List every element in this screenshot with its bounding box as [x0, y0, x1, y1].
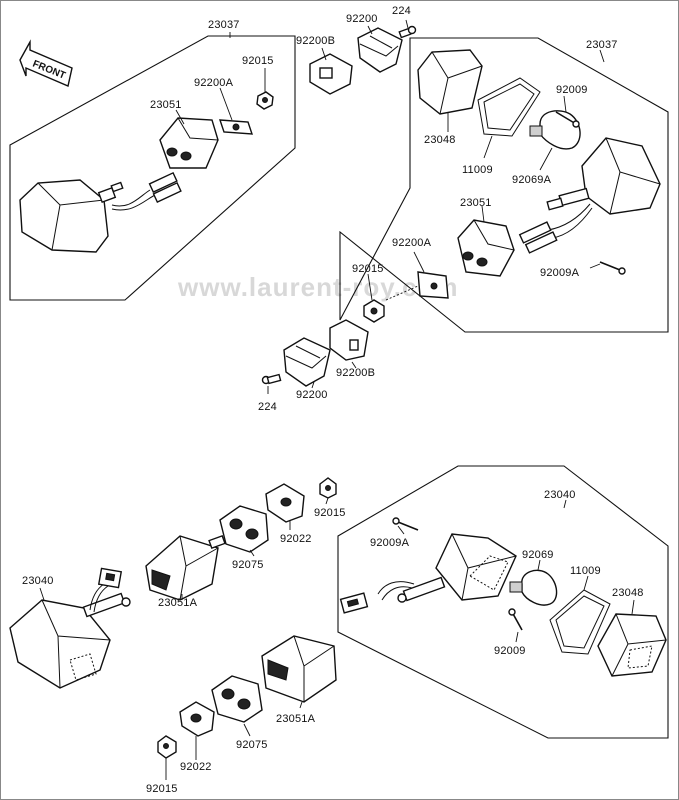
label-92200a-upper-right: 92200A: [392, 237, 432, 249]
group-middle-bracket: 92200B 92200 224: [258, 319, 375, 413]
label-92009-upper-right: 92009: [556, 84, 588, 96]
group-lower-left-signal: 92015 92022 92075 23051A 23040: [9, 477, 346, 689]
label-92200b-top: 92200B: [296, 35, 335, 47]
part-92069a-bulb: [539, 110, 581, 150]
label-92015-bottom: 92015: [146, 783, 178, 795]
label-23051-upper-right: 23051: [460, 197, 492, 209]
label-92022-lower: 92022: [280, 533, 312, 545]
label-92009-lower-right: 92009: [494, 645, 526, 657]
group-top-bracket: 92200B 92200 224: [296, 5, 417, 95]
group-upper-right-signal: 23037 23048 11009 92009 92069A 23051 922…: [339, 37, 669, 333]
part-92009a-screw: [599, 261, 621, 271]
label-23048-lower-right: 23048: [612, 587, 644, 599]
label-92009a-upper-right: 92009A: [540, 267, 580, 279]
label-92200a-upper-left: 92200A: [194, 77, 234, 89]
part-23037-housing: [19, 179, 109, 253]
label-92009a-lower-right: 92009A: [370, 537, 410, 549]
label-92200-top: 92200: [346, 13, 378, 25]
label-11009-lower-right: 11009: [570, 565, 601, 577]
label-92075-bottom: 92075: [236, 739, 268, 751]
part-92009a-screw-lower: [397, 521, 419, 531]
label-92200b-middle: 92200B: [336, 367, 375, 379]
part-92200-bracket: [357, 27, 403, 73]
label-92075-lower: 92075: [232, 559, 264, 571]
label-23037-upper-right: 23037: [586, 39, 618, 51]
label-92015-upper-right: 92015: [352, 263, 384, 275]
part-92009-screw: [555, 111, 577, 125]
label-23040-lower-right: 23040: [544, 489, 576, 501]
part-23048-lens: [417, 49, 483, 115]
frame-upper-left: [9, 35, 296, 301]
label-224-top: 224: [392, 5, 411, 17]
part-92075-rubber-bottom: [211, 675, 263, 723]
group-upper-left-signal: 23037 92015 92200A 23051: [9, 19, 296, 301]
part-11009-gasket-lower: [549, 589, 611, 655]
label-92015-lower: 92015: [314, 507, 346, 519]
label-92022-bottom: 92022: [180, 761, 212, 773]
label-23037-upper-left: 23037: [208, 19, 240, 31]
frame-upper-right: [339, 37, 669, 333]
label-23051a-lower-left: 23051A: [158, 597, 198, 609]
label-11009-upper-right: 11009: [462, 164, 493, 176]
front-arrow-icon: FRONT: [19, 39, 73, 87]
part-23051-grommet: [159, 117, 219, 169]
part-92075-rubber: [219, 505, 269, 553]
frame-lower-right: [337, 465, 669, 739]
label-23051-upper-left: 23051: [150, 99, 182, 111]
part-92200-bracket-middle: [283, 337, 331, 387]
label-92200-middle: 92200: [296, 389, 328, 401]
label-224-middle: 224: [258, 401, 277, 413]
group-lower-right-signal: 23040 92009A 92069 11009 23048 92009: [337, 465, 669, 739]
part-92200b-bracket-middle: [329, 319, 369, 361]
label-23051a-bottom: 23051A: [276, 713, 316, 725]
part-23037-body-right: [581, 137, 661, 215]
label-23040-lower-left: 23040: [22, 575, 54, 587]
label-92069-lower-right: 92069: [522, 549, 554, 561]
part-92069-bulb: [521, 569, 558, 606]
part-23048-lens-lower: [597, 613, 667, 677]
part-23040-body-left: [9, 599, 111, 689]
label-92069a-upper-right: 92069A: [512, 174, 552, 186]
part-11009-gasket: [477, 77, 541, 137]
group-bottom-hardware: 23051A 92075 92022 92015: [146, 635, 337, 795]
part-23040-body-right: [435, 533, 517, 601]
label-23048-upper-right: 23048: [424, 134, 456, 146]
watermark-text: www.laurent-roy.com: [177, 272, 459, 302]
label-92015-upper-left: 92015: [242, 55, 274, 67]
